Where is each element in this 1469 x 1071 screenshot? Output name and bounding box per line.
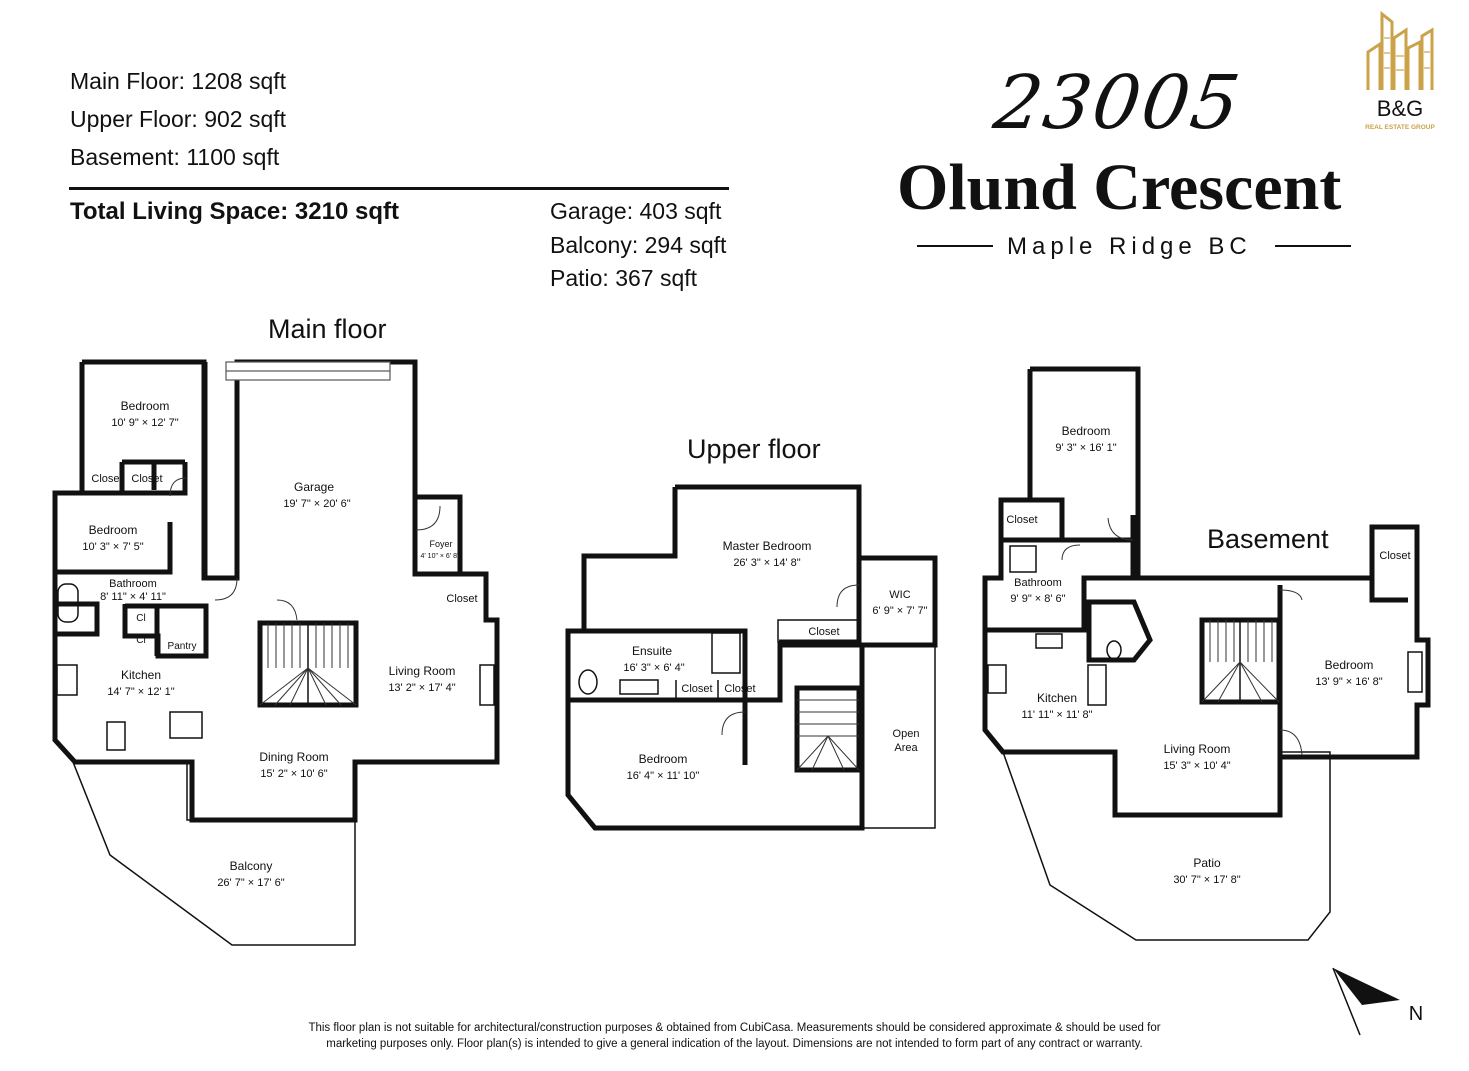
upper-room-2-name: Closet (808, 626, 839, 638)
upper-room-6-name: Bedroom (639, 752, 688, 766)
basement-area: Basement: 1100 sqft (70, 144, 280, 170)
kitchen-table (169, 711, 203, 739)
main-room-3-name: Bedroom (89, 523, 138, 537)
main-room-13-dims: 15' 2" × 10' 6" (260, 768, 327, 780)
basement-room-1-name: Closet (1006, 514, 1037, 526)
balcony-outline (71, 761, 356, 946)
basement-room-5-name: Living Room (1164, 742, 1231, 756)
bathtub (57, 583, 79, 623)
compass-label: N (1409, 1003, 1423, 1025)
patio-area: Patio: 367 sqft (550, 265, 698, 291)
balcony-area: Balcony: 294 sqft (550, 232, 727, 258)
main-room-14-dims: 26' 7" × 17' 6" (217, 877, 284, 889)
garage-area: Garage: 403 sqft (550, 198, 722, 224)
main-floor-plan: Bedroom 10' 9" × 12' 7" Closet Closet Be… (52, 359, 500, 946)
main-room-6-name: Foyer (429, 539, 452, 549)
main-fireplace (479, 664, 495, 706)
main-floor-area: Main Floor: 1208 sqft (70, 68, 287, 94)
upper-room-1-dims: 6' 9" × 7' 7" (872, 605, 927, 617)
main-room-0-name: Bedroom (121, 399, 170, 413)
basement-fireplace (1407, 651, 1423, 693)
total-living-space: Total Living Space: 3210 sqft (70, 198, 399, 225)
upper-room-7-dims: Area (894, 742, 918, 754)
main-room-0-dims: 10' 9" × 12' 7" (111, 417, 178, 429)
city-rule-left (917, 245, 993, 247)
basement-room-6-name: Bedroom (1325, 658, 1374, 672)
upper-bathtub (711, 632, 741, 674)
main-room-5-name: Garage (294, 480, 334, 494)
basement-title: Basement (1207, 524, 1329, 554)
upper-room-3-dims: 16' 3" × 6' 4" (623, 662, 684, 674)
upper-room-1-name: WIC (889, 589, 910, 601)
main-floor-title: Main floor (268, 314, 387, 344)
main-exterior-walls (52, 359, 500, 823)
upper-room-3-name: Ensuite (632, 644, 672, 658)
main-room-4-dims: 8' 11" × 4' 11" (100, 591, 166, 603)
upper-stairs (794, 685, 862, 773)
main-room-1-name: Closet (91, 473, 122, 485)
main-room-10-name: Pantry (168, 641, 197, 652)
upper-room-7-name: Open (893, 728, 920, 740)
main-room-4-name: Bathroom (109, 578, 157, 590)
open-area-outline (861, 644, 936, 829)
basement-room-3-dims: 9' 9" × 8' 6" (1010, 593, 1065, 605)
upper-floor-plan: Master Bedroom 26' 3" × 14' 8" WIC 6' 9"… (565, 484, 938, 831)
disclaimer: This floor plan is not suitable for arch… (0, 1020, 1469, 1052)
upper-floor-title: Upper floor (687, 434, 821, 464)
basement-room-7-name: Patio (1193, 856, 1221, 870)
logo-name: B&G (1377, 96, 1423, 121)
upper-floor-area: Upper Floor: 902 sqft (70, 106, 287, 132)
main-room-13-name: Dining Room (259, 750, 328, 764)
basement-room-0-dims: 9' 3" × 16' 1" (1055, 442, 1116, 454)
upper-room-0-dims: 26' 3" × 14' 8" (733, 557, 800, 569)
disclaimer-line-2: marketing purposes only. Floor plan(s) i… (326, 1038, 1143, 1050)
main-room-9-name: Cl (136, 635, 145, 646)
address-city: Maple Ridge BC (1007, 233, 1252, 260)
building-icon: B&G REAL ESTATE GROUP (1365, 10, 1436, 131)
main-room-11-name: Kitchen (121, 668, 161, 682)
upper-room-6-dims: 16' 4" × 11' 10" (627, 770, 700, 782)
basement-room-2-name: Closet (1379, 550, 1410, 562)
address-street: Olund Crescent (897, 151, 1342, 224)
brokerage-logo: B&G REAL ESTATE GROUP (1350, 8, 1450, 138)
upper-room-5-name: Closet (724, 683, 755, 695)
basement-room-6-dims: 13' 9" × 16' 8" (1315, 676, 1382, 688)
upper-exterior-walls (565, 484, 938, 831)
logo-subtitle: REAL ESTATE GROUP (1365, 124, 1435, 131)
north-arrow-icon: N (1332, 967, 1423, 1036)
basement-exterior-walls (982, 366, 1431, 818)
upper-room-0-name: Master Bedroom (723, 539, 812, 553)
main-room-12-name: Living Room (389, 664, 456, 678)
main-room-3-dims: 10' 3" × 7' 5" (82, 541, 143, 553)
main-room-11-dims: 14' 7" × 12' 1" (107, 686, 174, 698)
main-room-6-dims: 4' 10" × 6' 8" (421, 553, 460, 560)
basement-room-7-dims: 30' 7" × 17' 8" (1173, 874, 1240, 886)
disclaimer-line-1: This floor plan is not suitable for arch… (308, 1022, 1161, 1034)
main-room-8-name: Cl (136, 613, 145, 624)
main-room-7-name: Closet (446, 593, 477, 605)
basement-room-5-dims: 15' 3" × 10' 4" (1163, 760, 1230, 772)
divider-line (69, 187, 729, 190)
city-rule-right (1275, 245, 1351, 247)
upper-room-4-name: Closet (681, 683, 712, 695)
basement-room-4-dims: 11' 11" × 11' 8" (1021, 709, 1092, 721)
main-room-14-name: Balcony (230, 859, 273, 873)
basement-room-4-name: Kitchen (1037, 691, 1077, 705)
basement-room-0-name: Bedroom (1062, 424, 1111, 438)
main-room-2-name: Closet (131, 473, 162, 485)
main-room-5-dims: 19' 7" × 20' 6" (283, 498, 350, 510)
basement-plan: Bedroom 9' 3" × 16' 1" Closet Closet Bat… (982, 366, 1431, 941)
basement-room-3-name: Bathroom (1014, 577, 1062, 589)
main-room-12-dims: 13' 2" × 17' 4" (388, 682, 455, 694)
